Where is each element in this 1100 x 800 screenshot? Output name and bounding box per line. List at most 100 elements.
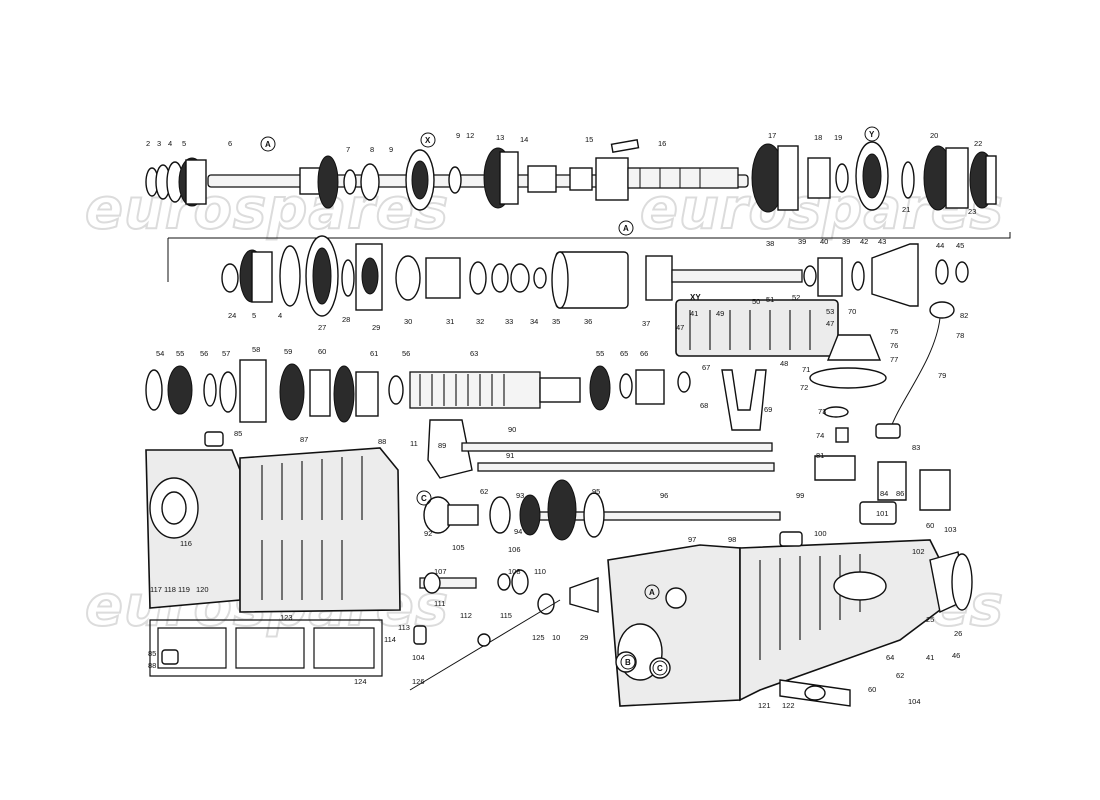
callout-circle: C: [657, 664, 663, 673]
row3-parts: [145, 359, 767, 431]
callout: 24: [228, 311, 236, 320]
callout: 78: [956, 331, 964, 340]
callout: 18: [814, 133, 822, 142]
callout: 121: [758, 701, 771, 710]
callout: 96: [660, 491, 668, 500]
callout: 56: [402, 349, 410, 358]
callout: 6: [228, 139, 232, 148]
callout: 38: [766, 239, 774, 248]
callout: 46: [952, 651, 960, 660]
callout: 9: [389, 145, 393, 154]
callout: 120: [196, 585, 209, 594]
callout: 69: [764, 405, 772, 414]
callout-labels-row2: 24 5 4 27 28 29 30 31 32 33 34 35 36 37 …: [228, 220, 964, 332]
callout: 116: [180, 539, 192, 548]
callout: 115: [500, 611, 512, 620]
callout: 90: [508, 425, 516, 434]
callout: 45: [956, 241, 964, 250]
callout: 66: [640, 349, 648, 358]
callout: 53: [826, 307, 834, 316]
gear-lever-assembly: [809, 301, 955, 443]
callout: 84: [880, 489, 888, 498]
callout: 5: [182, 139, 186, 148]
callout: 54: [156, 349, 164, 358]
callout: 83: [912, 443, 920, 452]
callout: 11: [410, 439, 418, 448]
centre-small-parts: [409, 569, 599, 691]
callout: 14: [520, 135, 528, 144]
callout: 9: [456, 131, 460, 140]
callout: 113: [398, 623, 410, 632]
callout: 95: [592, 487, 600, 496]
callout: 101: [876, 509, 889, 518]
callout: 28: [342, 315, 350, 324]
callout: 55: [176, 349, 184, 358]
callout: 41: [926, 653, 934, 662]
callout-circle: B: [625, 658, 631, 667]
callout: 117: [150, 585, 162, 594]
callout: 98: [728, 535, 736, 544]
callout: 88: [378, 437, 386, 446]
callout: 126: [412, 677, 425, 686]
callout: 91: [506, 451, 514, 460]
callout: 15: [585, 135, 593, 144]
callout: 47: [676, 323, 684, 332]
callout: 48: [780, 359, 788, 368]
callout: 10: [552, 633, 560, 642]
callout: 97: [688, 535, 696, 544]
group-frame: [167, 232, 1011, 282]
callout: 19: [834, 133, 842, 142]
callout: 58: [252, 345, 260, 354]
callout: 62: [896, 671, 904, 680]
callout-labels-selector: XY 41 47 49 50 51 52 53 47 48: [676, 293, 834, 368]
callout: 124: [354, 677, 367, 686]
callout: 125: [532, 633, 545, 642]
callout: 73: [818, 407, 826, 416]
callout: 56: [200, 349, 208, 358]
callout: 25: [926, 615, 934, 624]
callout: 17: [768, 131, 776, 140]
callout: 110: [534, 567, 546, 576]
callout: 3: [157, 139, 161, 148]
selector-housing-xy: [675, 299, 839, 357]
callout-circle: A: [623, 224, 629, 233]
callout-circle: A: [649, 588, 655, 597]
callout: 60: [868, 685, 876, 694]
callout: 29: [372, 323, 380, 332]
callout: 43: [878, 237, 886, 246]
callout: 63: [470, 349, 478, 358]
callout: 71: [802, 365, 810, 374]
callout: 75: [890, 327, 898, 336]
callout: 55: [596, 349, 604, 358]
callout: 22: [974, 139, 982, 148]
right-gearbox-casing: [607, 531, 973, 707]
callout: 30: [404, 317, 412, 326]
callout: 29: [580, 633, 588, 642]
callout: 102: [912, 547, 925, 556]
callout: 16: [658, 139, 666, 148]
callout: 86: [896, 489, 904, 498]
callout: 100: [814, 529, 827, 538]
callout: 49: [716, 309, 724, 318]
callout: 31: [446, 317, 454, 326]
callout: 68: [700, 401, 708, 410]
callout: 21: [902, 205, 910, 214]
callout: 114: [384, 635, 396, 644]
callout: 12: [466, 131, 474, 140]
callout: 74: [816, 431, 824, 440]
callout-labels-row1: 2 3 4 5 6 7 8 9 9 12 13 14 15 16 17 18 1…: [146, 126, 982, 216]
callout: 85: [148, 649, 156, 658]
callout: 104: [412, 653, 425, 662]
callout: 23: [968, 207, 976, 216]
callout: 105: [452, 543, 465, 552]
callout: 4: [278, 311, 282, 320]
callout: 106: [508, 545, 521, 554]
callout: 42: [860, 237, 868, 246]
callout: 60: [318, 347, 326, 356]
callout: 64: [886, 653, 894, 662]
callout: 36: [584, 317, 592, 326]
callout: 4: [168, 139, 172, 148]
callout: 89: [438, 441, 446, 450]
callout: 118: [164, 585, 176, 594]
